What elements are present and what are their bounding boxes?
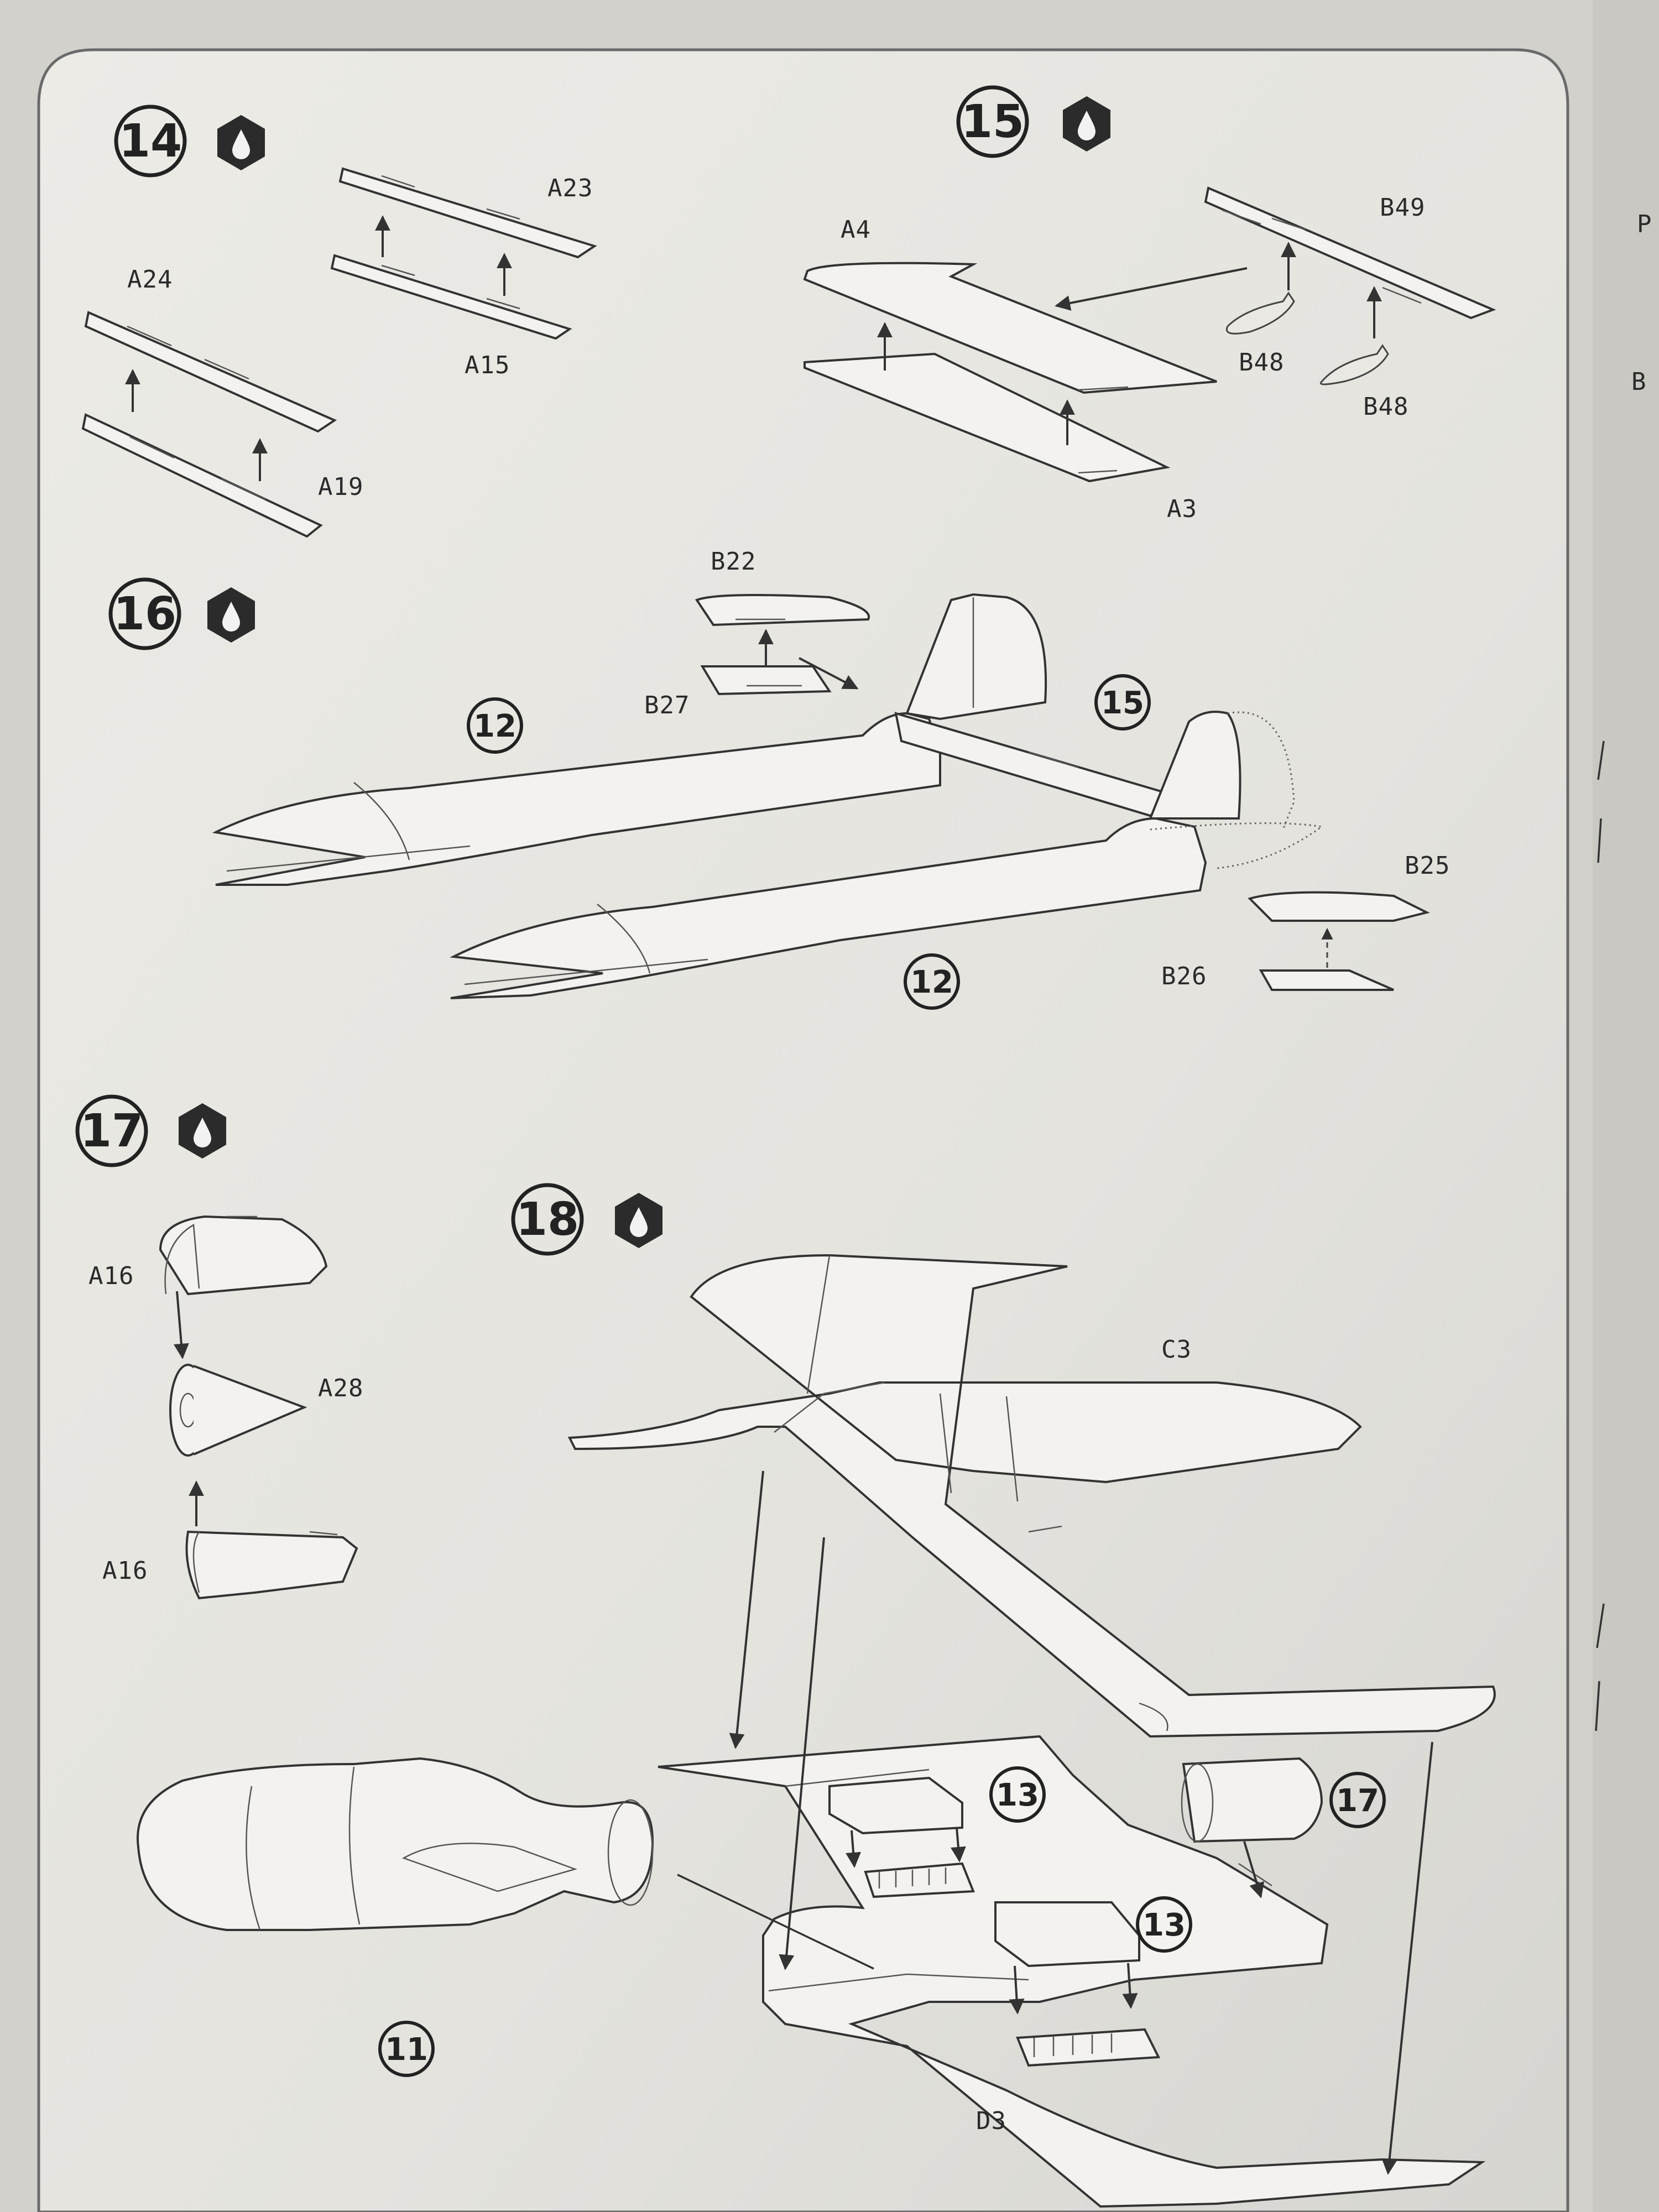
label-b27: B27 [644,691,690,719]
step-17-number-circle [75,1094,148,1167]
nacelle-17 [1182,1757,1323,1843]
step-18-number: 18 [516,1193,579,1246]
step-17: 17 A16 A28 A16 11 [75,1094,654,2077]
ref-12-lower: 12 [910,964,953,1000]
part-b48-left [1225,291,1295,335]
step-15-number: 15 [961,96,1024,148]
edge-marks [1595,740,1605,1731]
label-b48-right: B48 [1363,393,1408,421]
step-14-number-circle [114,105,187,178]
step-14-number: 14 [119,115,182,168]
part-b27 [700,665,832,696]
part-b22 [695,594,870,627]
fin-lower [1149,711,1241,820]
label-a3: A3 [1167,495,1197,523]
label-a23: A23 [547,174,593,202]
label-b25: B25 [1405,852,1450,880]
label-a24: A24 [127,265,173,294]
ref-13-lower-circle [1136,1896,1192,1953]
step-18-number-circle [511,1183,584,1256]
ref-17-circle [1329,1772,1386,1828]
part-b26 [1259,969,1394,991]
step-16-number: 16 [113,588,176,640]
ref-13-lower: 13 [1142,1907,1186,1943]
step-15-number-circle [956,85,1029,158]
label-a16-bottom: A16 [102,1557,148,1585]
label-b49: B49 [1380,194,1425,222]
radiator-housing-lower [994,1901,1140,1968]
label-a16-top: A16 [88,1262,134,1290]
step-18: 18 C3 D3 13 13 17 [511,1183,1496,2208]
part-a15 [330,254,572,340]
page-panel [37,48,1569,2212]
part-b25 [1248,891,1430,922]
ref-12-lower-circle [904,953,960,1010]
part-a28-cone [193,1365,307,1455]
ref-12-upper: 12 [473,708,517,744]
part-a16-bottom [185,1530,358,1600]
step-14: 14 A23 A15 A24 A19 [81,105,597,538]
nacelle-11 [137,1757,654,1931]
part-a3 [804,352,1171,483]
label-a4: A4 [841,216,871,244]
step-17-number: 17 [80,1105,143,1157]
label-a19: A19 [318,473,363,501]
boom-lower [450,817,1207,999]
ref-13-upper: 13 [996,1777,1039,1813]
label-b22: B22 [711,547,756,576]
edge-letter-p: P [1637,210,1652,238]
part-a23 [338,167,597,259]
ref-11: 11 [385,2032,428,2068]
ref-11-circle [378,2021,435,2077]
ref-15-circle [1094,674,1151,731]
part-b48-right [1319,344,1389,385]
ref-15: 15 [1101,685,1144,721]
step-15: 15 A4 A3 B49 B48 B48 [803,85,1496,523]
ref-12-upper-circle [467,697,523,754]
label-a28: A28 [318,1374,363,1402]
next-page-edge [1593,0,1659,2212]
ref-17: 17 [1336,1783,1379,1819]
step-16: 16 B22 B27 12 15 12 [108,547,1450,1010]
fin-upper [905,593,1047,721]
wing-lower-d3 [658,1735,1486,2208]
label-b26: B26 [1161,962,1207,990]
part-a16-top [159,1215,328,1296]
part-a4 [803,262,1217,394]
radiator-housing-upper [828,1776,963,1835]
step-16-number-circle [108,577,181,650]
label-b48-left: B48 [1239,348,1284,377]
label-a15: A15 [465,351,510,379]
ref-13-upper-circle [989,1766,1046,1823]
edge-letter-b: B [1631,368,1647,396]
label-c3: C3 [1161,1335,1192,1364]
part-a24 [84,311,337,433]
label-d3: D3 [976,2107,1006,2135]
